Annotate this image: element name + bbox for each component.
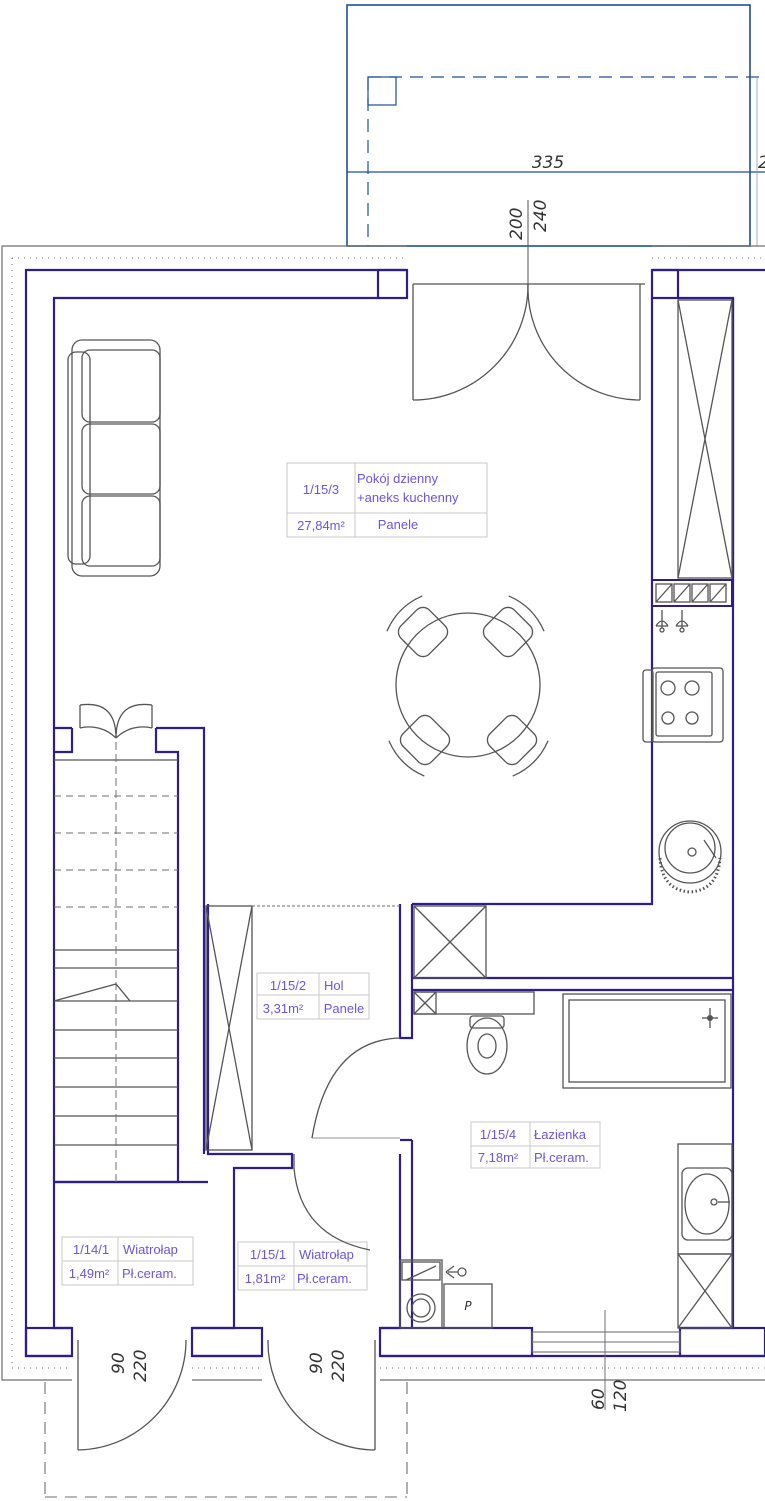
entry-right-bottom-dimension: 220 <box>329 1350 349 1382</box>
bottom-window <box>531 1310 681 1410</box>
room-floor-bathroom: Pł.ceram. <box>534 1150 589 1165</box>
shaft <box>413 905 487 979</box>
vestibule-door <box>293 1154 371 1251</box>
label-bathroom <box>470 1121 601 1169</box>
pump-label: P <box>464 1299 472 1313</box>
room-id-bathroom: 1/15/4 <box>480 1127 516 1142</box>
room-area-vestibule-left: 1,49m² <box>69 1266 110 1281</box>
label-vestibule-right <box>237 1241 368 1291</box>
sink-icon <box>658 820 722 894</box>
room-name-vestibule-right: Wiatrołap <box>299 1247 354 1262</box>
terrace-cut-dimension: 2 <box>758 153 765 173</box>
walls <box>24 268 765 1358</box>
room-id-vestibule-left: 1/14/1 <box>73 1242 109 1257</box>
toilet-icon <box>466 1015 508 1075</box>
room-area-hall: 3,31m² <box>263 1001 304 1016</box>
bathroom-door <box>311 1037 401 1139</box>
label-vestibule-left <box>61 1236 194 1286</box>
room-name-hall: Hol <box>324 978 344 993</box>
staircase <box>53 703 178 1182</box>
label-hall <box>256 972 370 1020</box>
window-top-dimension: 60 <box>589 1388 609 1410</box>
entry-door-left <box>44 1339 187 1501</box>
dining-table <box>386 595 549 777</box>
room-floor-hall: Panele <box>324 1001 364 1016</box>
terrace-door-top-dimension: 200 <box>507 208 527 240</box>
sofa <box>67 339 161 577</box>
room-name-living-1: Pokój dzienny <box>357 471 438 486</box>
terrace-door-bottom-dimension: 240 <box>531 200 551 232</box>
room-floor-living: Panele <box>378 517 418 532</box>
room-id-vestibule-right: 1/15/1 <box>250 1247 286 1262</box>
pump-box <box>443 1283 493 1329</box>
room-area-vestibule-right: 1,81m² <box>245 1271 286 1286</box>
terrace-width-dimension: 335 <box>532 153 564 173</box>
hall-wardrobe <box>205 905 400 1151</box>
bathroom-fixtures <box>399 991 733 1329</box>
room-name-vestibule-left: Wiatrołap <box>123 1242 178 1257</box>
label-living <box>286 462 488 538</box>
room-id-living: 1/15/3 <box>303 482 339 497</box>
room-id-hall: 1/15/2 <box>270 978 306 993</box>
room-area-bathroom: 7,18m² <box>478 1150 519 1165</box>
room-name-living-2: +aneks kuchenny <box>357 490 459 505</box>
bathtub-icon <box>562 993 732 1089</box>
entry-right-top-dimension: 90 <box>307 1352 327 1374</box>
window-bottom-dimension: 120 <box>611 1380 631 1412</box>
entry-left-bottom-dimension: 220 <box>131 1350 151 1382</box>
stove-icon <box>642 667 724 743</box>
kitchen-counter <box>651 579 733 633</box>
entry-left-top-dimension: 90 <box>109 1352 129 1374</box>
room-area-living: 27,84m² <box>297 518 345 533</box>
terrace-door <box>412 200 645 401</box>
outer-outline <box>1 245 765 1381</box>
terrace <box>346 4 765 247</box>
washbasin-icon <box>677 1143 733 1255</box>
tall-cabinet <box>677 299 733 579</box>
entry-door-right <box>45 1339 408 1501</box>
room-floor-vestibule-left: Pł.ceram. <box>122 1266 177 1281</box>
washing-machine-icon <box>399 1259 443 1329</box>
room-floor-vestibule-right: Pł.ceram. <box>297 1271 352 1286</box>
room-name-bathroom: Łazienka <box>534 1127 587 1142</box>
